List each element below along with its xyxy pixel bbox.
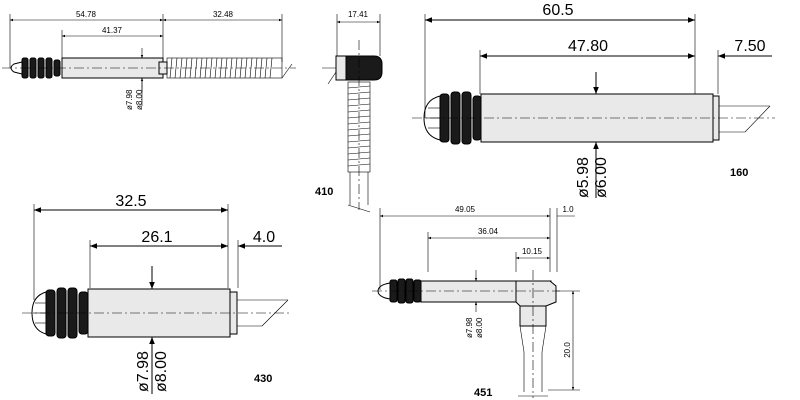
dia-b-label-430: ø8.00 (153, 351, 170, 392)
dim-body-label-160: 47.80 (568, 38, 608, 55)
dim-overall-label-160: 60.5 (542, 2, 573, 19)
dim-body-label-451: 36.04 (478, 227, 499, 236)
dim-body-label-1: 41.37 (102, 26, 123, 35)
dim-overall-label-451: 49.05 (455, 205, 476, 214)
dia-b-label-451: ø8.00 (475, 317, 484, 338)
dim-offset-label-451: 1.0 (562, 205, 574, 214)
dim-height-label-451: 20.0 (563, 342, 572, 358)
dia-a-label-160: ø5.98 (575, 157, 592, 198)
model-label-410: 410 (315, 186, 333, 198)
probe-drawing-1: 54.78 32.48 41.37 ø7.98 ø8.00 (2, 10, 296, 110)
dim-width-label-410: 17.41 (348, 10, 369, 19)
dia-b-label-1: ø8.00 (135, 89, 144, 110)
dia-b-label-160: ø6.00 (593, 157, 610, 198)
probe-drawing-430: 32.5 26.1 4.0 ø7.98 ø8.00 430 (22, 193, 292, 394)
model-label-160: 160 (730, 167, 748, 179)
model-label-451: 451 (474, 387, 492, 399)
probe-drawing-410: 17.41 410 (315, 10, 383, 213)
dia-a-label-1: ø7.98 (125, 89, 134, 110)
dim-overall-label-430: 32.5 (115, 193, 146, 210)
probe-drawing-451: 49.05 1.0 36.04 10.15 20.0 ø7.98 ø8.00 4… (372, 205, 580, 399)
probe-drawing-160: 60.5 47.80 7.50 ø5.98 ø6.00 160 (412, 2, 775, 198)
dia-a-label-451: ø7.98 (465, 317, 474, 338)
model-label-430: 430 (254, 373, 272, 385)
dim-tail-label-430: 4.0 (253, 229, 275, 246)
dim-tail-label-1: 32.48 (213, 10, 234, 19)
dia-a-label-430: ø7.98 (135, 351, 152, 392)
dim-elbow-label-451: 10.15 (522, 247, 543, 256)
dim-tail-label-160: 7.50 (734, 38, 765, 55)
dim-body-label-430: 26.1 (141, 229, 172, 246)
dim-overall-label-1: 54.78 (76, 10, 97, 19)
